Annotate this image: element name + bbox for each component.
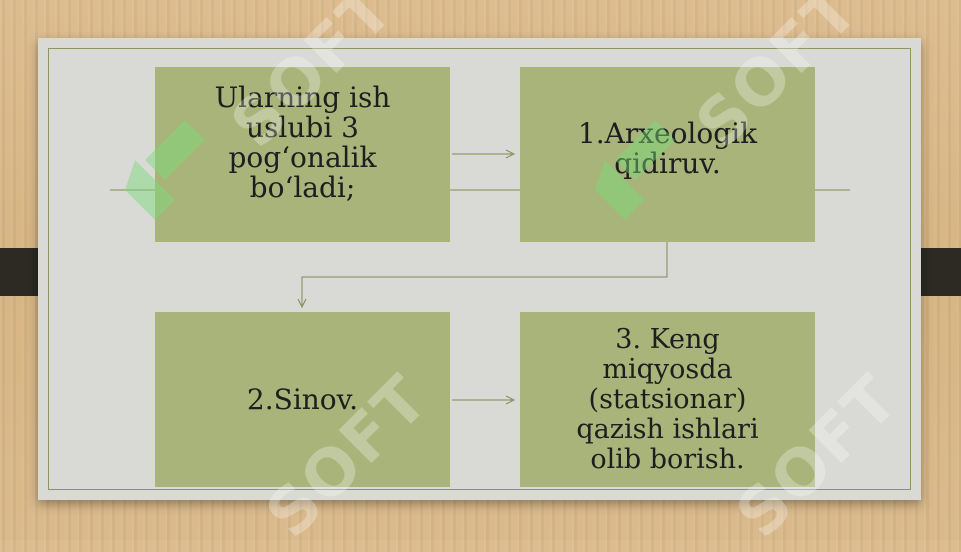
- box-top-right: 1.Arxeologik qidiruv.: [520, 67, 815, 242]
- box-top-right-text: 1.Arxeologik qidiruv.: [577, 117, 758, 180]
- panel-border: [48, 48, 911, 490]
- box-bottom-left-text: 2.Sinov.: [246, 382, 359, 416]
- connector-layer: [110, 149, 850, 405]
- elbow-connector: [301, 242, 668, 305]
- box-bottom-right-text: 3. Keng miqyosda (statsionar) qazish ish…: [576, 323, 759, 475]
- box-bottom-left: 2.Sinov.: [155, 312, 450, 487]
- arrowhead-bottom: [505, 395, 516, 405]
- box-top-left: Ularning ish uslubi 3 pog‘onalik bo‘ladi…: [155, 67, 450, 242]
- arrowhead-elbow: [297, 298, 307, 309]
- box-top-left-text: Ularning ish uslubi 3 pog‘onalik bo‘ladi…: [214, 81, 391, 204]
- arrowhead-top: [505, 149, 516, 159]
- box-bottom-right: 3. Keng miqyosda (statsionar) qazish ish…: [520, 312, 815, 487]
